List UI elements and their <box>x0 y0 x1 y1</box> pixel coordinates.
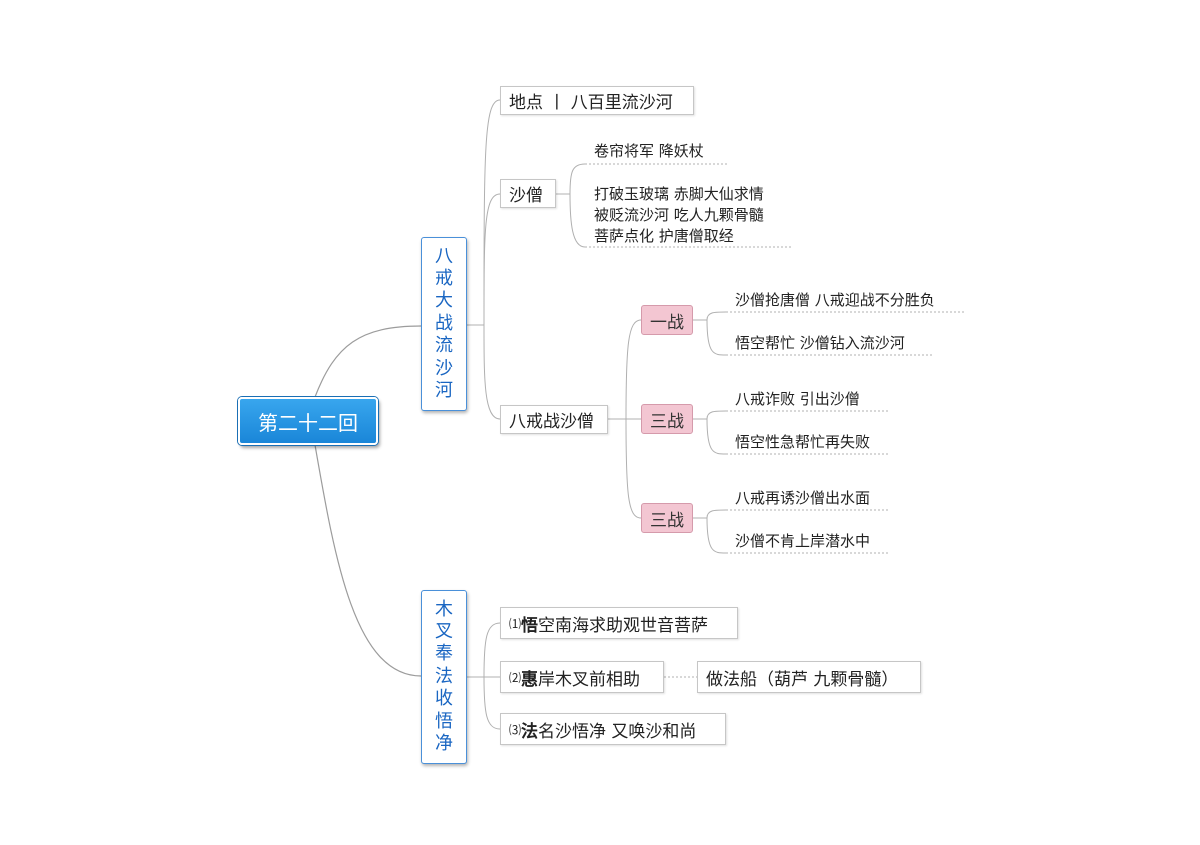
item-node[interactable]: ⑴悟空南海求助观世音菩萨 <box>500 607 738 639</box>
round-event[interactable]: 八戒诈败 引出沙僧 <box>735 390 860 408</box>
round-label: 三战 <box>650 411 684 432</box>
branch-mucha-shou-wujing[interactable]: 木 叉 奉 法 收 悟 净 <box>421 590 467 764</box>
shaseng-detail[interactable]: 菩萨点化 护唐僧取经 <box>594 227 734 245</box>
branch-char: 战 <box>435 312 453 334</box>
branch-char: 戒 <box>435 267 453 289</box>
battle-label: 八戒战沙僧 <box>509 412 594 432</box>
shaseng-detail[interactable]: 被贬流沙河 吃人九颗骨髓 <box>594 206 764 224</box>
branch-char: 沙 <box>435 357 453 379</box>
branch-char: 大 <box>435 290 453 312</box>
item-key-char: 惠 <box>521 669 539 690</box>
shaseng-detail[interactable]: 卷帘将军 降妖杖 <box>594 142 704 160</box>
location-node[interactable]: 地点 丨 八百里流沙河 <box>500 86 694 115</box>
round-label: 三战 <box>650 510 684 531</box>
root-node[interactable]: 第二十二回 <box>238 397 378 445</box>
branch-battle-liushahe[interactable]: 八 戒 大 战 流 沙 河 <box>421 237 467 411</box>
boat-label: 做法船（葫芦 九颗骨髓） <box>706 669 899 690</box>
branch-char: 净 <box>435 733 453 755</box>
item-text: 名沙悟净 又唤沙和尚 <box>538 721 697 742</box>
round-event[interactable]: 悟空性急帮忙再失败 <box>735 433 871 451</box>
branch-char: 木 <box>435 598 453 620</box>
round-event[interactable]: 沙僧不肯上岸潜水中 <box>735 532 871 550</box>
shaseng-node[interactable]: 沙僧 <box>500 179 556 208</box>
branch-char: 悟 <box>435 710 453 732</box>
item-number: ⑵ <box>509 670 522 685</box>
boat-node[interactable]: 做法船（葫芦 九颗骨髓） <box>697 661 921 693</box>
root-label: 第二十二回 <box>258 410 358 435</box>
round-event[interactable]: 沙僧抢唐僧 八戒迎战不分胜负 <box>735 291 935 309</box>
branch-char: 奉 <box>435 643 453 665</box>
branch-char: 叉 <box>435 620 453 642</box>
branch-char: 法 <box>435 665 453 687</box>
branch-char: 收 <box>435 688 453 710</box>
item-node[interactable]: ⑶法名沙悟净 又唤沙和尚 <box>500 713 726 745</box>
item-node[interactable]: ⑵惠岸木叉前相助 <box>500 661 664 693</box>
branch-char: 八 <box>435 245 453 267</box>
battle-node[interactable]: 八戒战沙僧 <box>500 405 608 434</box>
round-event[interactable]: 八戒再诱沙僧出水面 <box>735 489 871 507</box>
location-label: 地点 丨 八百里流沙河 <box>509 93 673 113</box>
item-key-char: 法 <box>521 721 539 742</box>
item-key-char: 悟 <box>521 615 539 636</box>
item-number: ⑶ <box>509 722 522 737</box>
item-number: ⑴ <box>509 616 522 631</box>
branch-char: 流 <box>435 335 453 357</box>
round-event[interactable]: 悟空帮忙 沙僧钻入流沙河 <box>735 334 905 352</box>
round-node[interactable]: 三战 <box>641 404 693 434</box>
item-text: 空南海求助观世音菩萨 <box>538 615 709 636</box>
round-node[interactable]: 一战 <box>641 305 693 335</box>
round-label: 一战 <box>650 312 684 333</box>
shaseng-detail[interactable]: 打破玉玻璃 赤脚大仙求情 <box>594 185 764 203</box>
branch-char: 河 <box>435 380 453 402</box>
item-text: 岸木叉前相助 <box>538 669 641 690</box>
round-node[interactable]: 三战 <box>641 503 693 533</box>
shaseng-label: 沙僧 <box>509 186 543 206</box>
